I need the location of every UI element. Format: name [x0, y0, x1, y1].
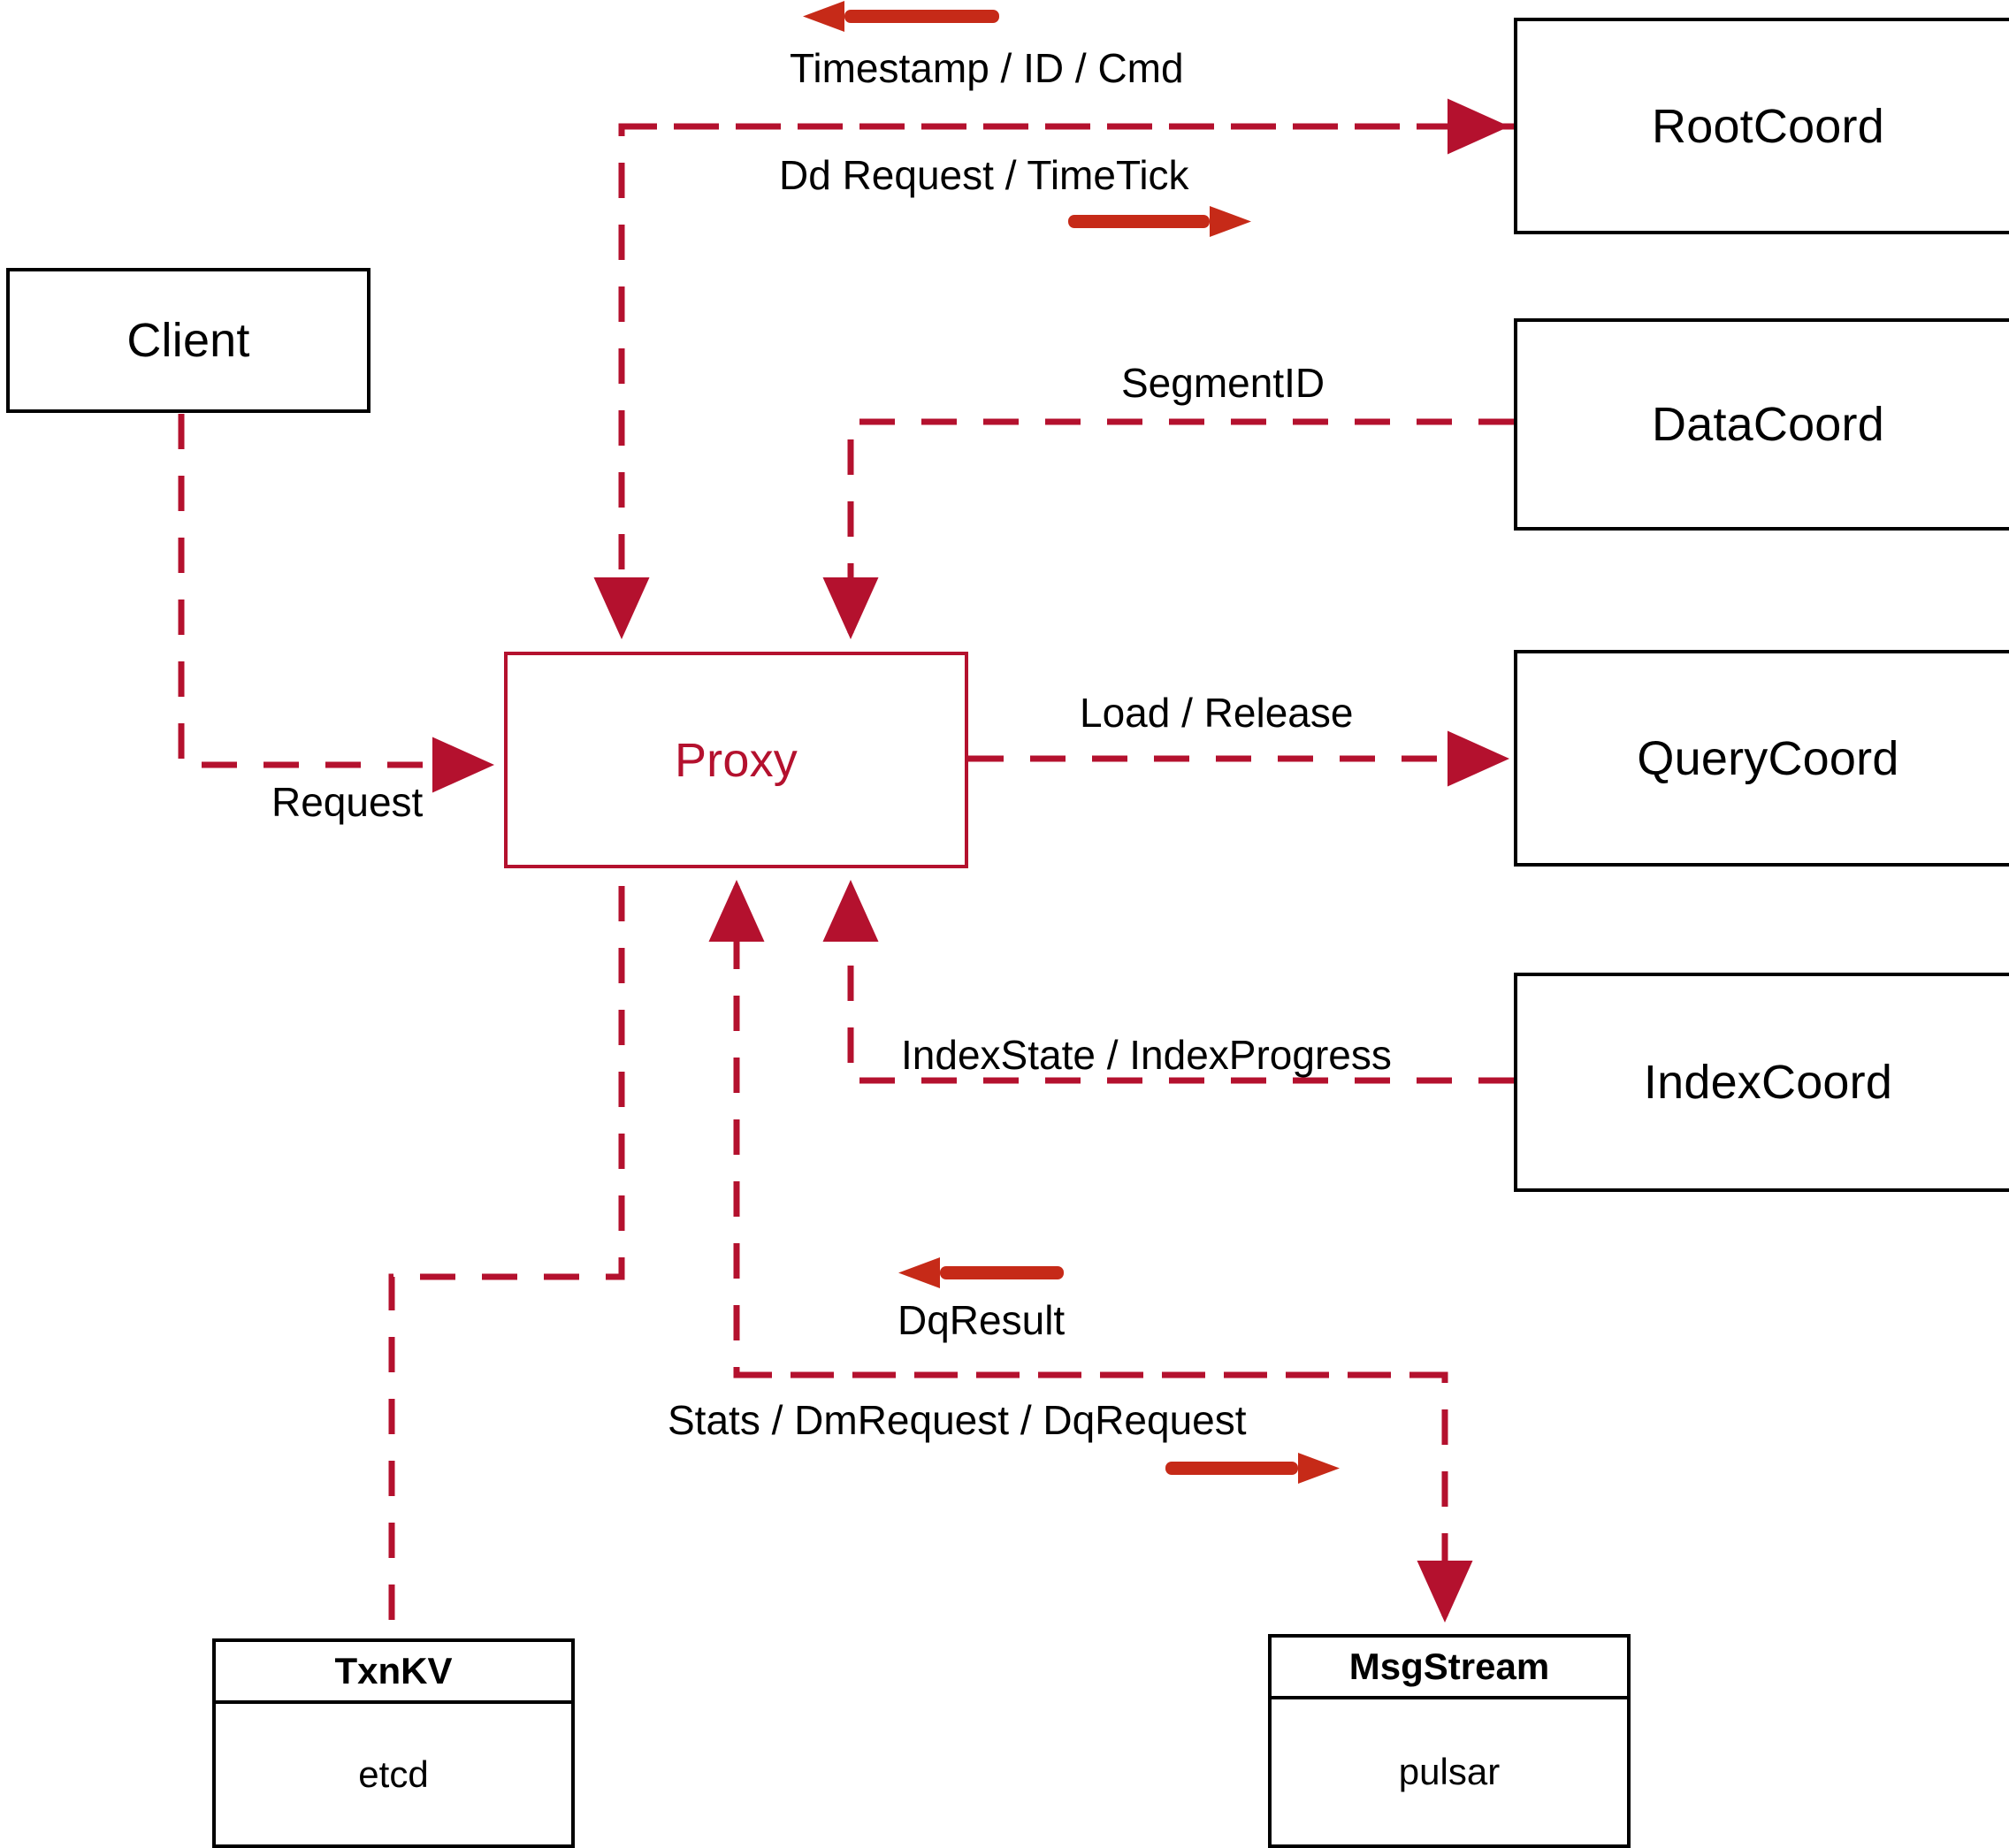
direction-arrow-dqresult	[898, 1257, 1064, 1288]
direction-arrow-timestamp-id-cmd	[803, 1, 999, 32]
node-msgstream-impl: pulsar	[1398, 1751, 1501, 1792]
edge-label-indexstate-indexprogress: IndexState / IndexProgress	[901, 1032, 1392, 1078]
node-txnkv-title: TxnKV	[216, 1642, 571, 1704]
edge-label-timestamp-id-cmd: Timestamp / ID / Cmd	[790, 45, 1184, 91]
wire-proxy-to-msgstream	[737, 1371, 1473, 1623]
node-index-coord[interactable]: IndexCoord	[1514, 973, 2009, 1192]
node-client[interactable]: Client	[6, 268, 370, 413]
direction-arrow-stats-dmrequest-dqrequest	[1165, 1453, 1340, 1484]
direction-arrow-dd-request-timetick	[1068, 206, 1251, 237]
wire-index-coord-to-proxy	[822, 880, 1514, 1084]
node-index-coord-label: IndexCoord	[1643, 1056, 1893, 1109]
edge-label-segmentid: SegmentID	[1121, 360, 1325, 406]
node-proxy-label: Proxy	[674, 733, 798, 787]
edge-label-stats-dmrequest-dqrequest: Stats / DmRequest / DqRequest	[668, 1397, 1247, 1443]
node-data-coord-label: DataCoord	[1652, 398, 1884, 451]
wire-client-to-proxy	[178, 414, 494, 793]
wire-msgstream-to-proxy	[708, 880, 1445, 1378]
node-msgstream-title: MsgStream	[1272, 1638, 1627, 1699]
node-client-label: Client	[126, 314, 250, 367]
node-root-coord[interactable]: RootCoord	[1514, 18, 2009, 234]
wire-proxy-to-txnkv	[388, 886, 625, 1638]
node-data-coord[interactable]: DataCoord	[1514, 318, 2009, 531]
edge-label-dqresult: DqResult	[898, 1297, 1066, 1343]
edge-label-load-release: Load / Release	[1080, 690, 1354, 736]
node-txnkv[interactable]: TxnKV etcd	[212, 1638, 575, 1848]
edge-label-dd-request-timetick: Dd Request / TimeTick	[779, 152, 1189, 198]
direction-arrow-layer	[803, 1, 1340, 1484]
node-query-coord-label: QueryCoord	[1637, 731, 1899, 785]
node-msgstream[interactable]: MsgStream pulsar	[1268, 1634, 1631, 1848]
wire-data-coord-to-proxy	[822, 418, 1514, 639]
node-root-coord-label: RootCoord	[1652, 99, 1884, 153]
node-txnkv-impl: etcd	[358, 1753, 429, 1795]
node-query-coord[interactable]: QueryCoord	[1514, 650, 2009, 867]
wire-root-coord-to-proxy	[593, 123, 1514, 639]
node-proxy[interactable]: Proxy	[504, 652, 968, 868]
edge-label-request: Request	[271, 779, 424, 825]
